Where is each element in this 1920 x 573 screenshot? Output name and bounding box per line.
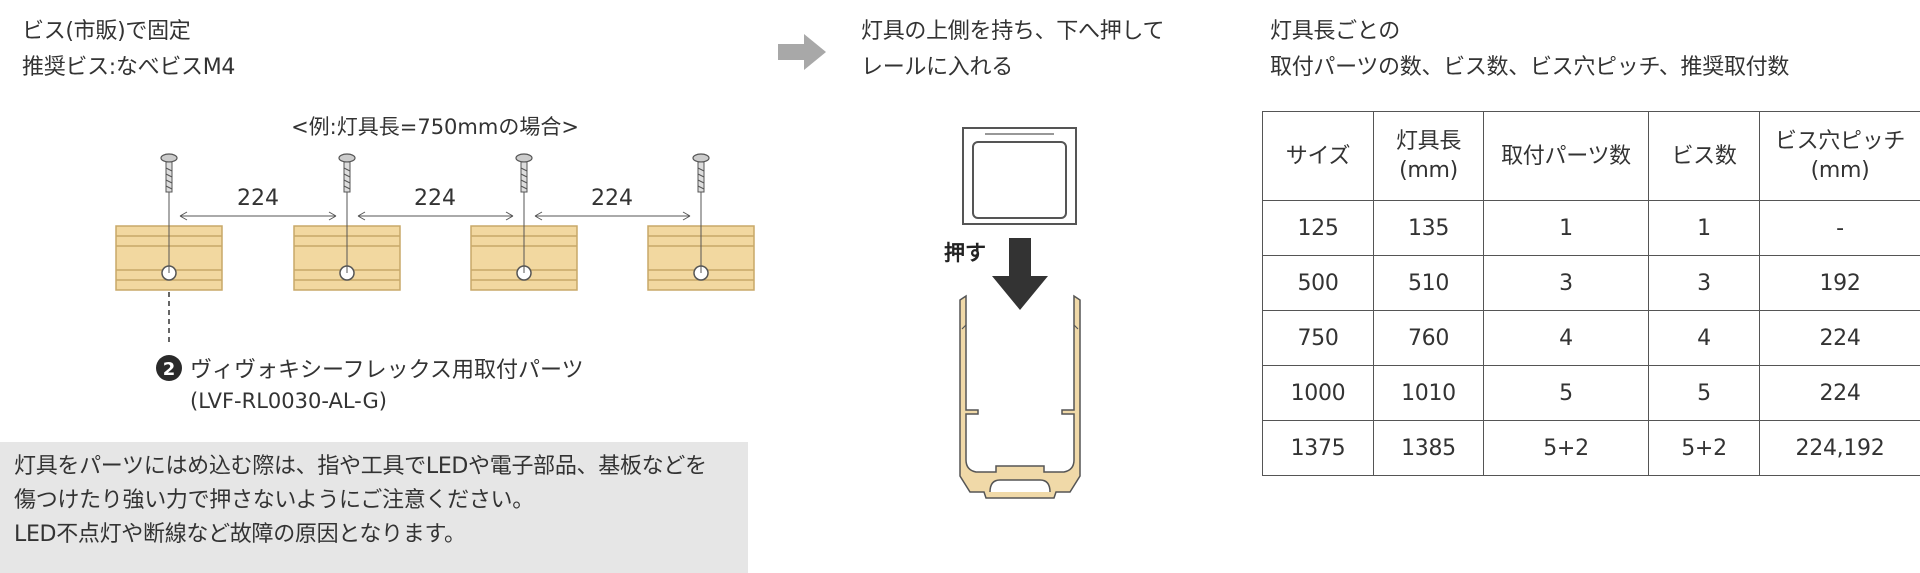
header-screw-count: ビス数 (1648, 111, 1760, 201)
table-cell: 224 (1759, 365, 1920, 421)
spacing-dimension-1: 224 (179, 186, 337, 221)
header-fixture-length: 灯具長(mm) (1373, 111, 1484, 201)
table-cell: 135 (1373, 200, 1484, 256)
table-cell: 1375 (1262, 420, 1374, 476)
screw-icon-4 (692, 153, 710, 193)
instruction-line-1: 灯具の上側を持ち、下へ押して (861, 19, 1165, 44)
recommended-screw-text: 推奨ビス:なべビスM4 (22, 55, 236, 80)
table-cell: 125 (1262, 200, 1374, 256)
rail-profile (959, 294, 1081, 499)
spacing-value-2: 224 (414, 186, 456, 211)
table-cell: - (1759, 200, 1920, 256)
push-label: 押す (944, 241, 986, 265)
down-arrow-icon (992, 238, 1048, 310)
table-cell: 750 (1262, 310, 1374, 366)
header-part-count: 取付パーツ数 (1483, 111, 1649, 201)
table-cell: 224 (1759, 310, 1920, 366)
table-cell: 5 (1648, 365, 1760, 421)
table-row: 125 135 1 1 - (1262, 200, 1920, 256)
table-cell: 760 (1373, 310, 1484, 366)
table-cell: 224,192 (1759, 420, 1920, 476)
table-cell: 1385 (1373, 420, 1484, 476)
table-cell: 1 (1648, 200, 1760, 256)
table-cell: 192 (1759, 255, 1920, 311)
fixing-heading: ビス(市販)で固定 (22, 19, 191, 44)
part-code: (LVF-RL0030-AL-G) (190, 389, 387, 413)
spacing-value-1: 224 (237, 186, 279, 211)
table-caption-line-1: 灯具長ごとの (1270, 19, 1400, 44)
table-row: 1375 1385 5+2 5+2 224,192 (1262, 420, 1920, 476)
header-size: サイズ (1262, 111, 1374, 201)
table-cell: 3 (1483, 255, 1649, 311)
part-name: ヴィヴォキシーフレックス用取付パーツ (190, 358, 584, 383)
table-cell: 5 (1483, 365, 1649, 421)
screw-icon-3 (515, 153, 533, 193)
table-cell: 5+2 (1483, 420, 1649, 476)
caution-note: 灯具をパーツにはめ込む際は、指や工具でLEDや電子部品、基板などを 傷つけたり強… (0, 442, 748, 573)
spacing-dimension-3: 224 (534, 186, 691, 221)
caution-line-3: LED不点灯や断線など故障の原因となります。 (14, 522, 466, 547)
table-caption-line-2: 取付パーツの数、ビス数、ビス穴ピッチ、推奨取付数 (1270, 55, 1790, 80)
table-cell: 3 (1648, 255, 1760, 311)
mounting-part-1 (115, 160, 223, 291)
mounting-part-4 (647, 160, 755, 291)
header-screw-pitch: ビス穴ピッチ(mm) (1759, 111, 1920, 201)
example-label: <例:灯具長=750mmの場合> (291, 115, 579, 139)
table-cell: 4 (1648, 310, 1760, 366)
mounting-diagram: <例:灯具長=750mmの場合> (115, 115, 755, 413)
table-row: 1000 1010 5 5 224 (1262, 365, 1920, 421)
screw-icon-1 (160, 153, 178, 193)
instruction-line-2: レールに入れる (861, 55, 1013, 80)
table-cell: 1000 (1262, 365, 1374, 421)
table-cell: 5+2 (1648, 420, 1760, 476)
table-cell: 500 (1262, 255, 1374, 311)
screw-icon-2 (338, 153, 356, 193)
table-cell: 1 (1483, 200, 1649, 256)
part-number: 2 (163, 359, 176, 380)
caution-line-1: 灯具をパーツにはめ込む際は、指や工具でLEDや電子部品、基板などを (14, 454, 707, 479)
table-cell: 510 (1373, 255, 1484, 311)
light-fixture-profile (962, 127, 1077, 225)
part-number-badge (156, 355, 182, 381)
table-cell: 4 (1483, 310, 1649, 366)
table-row: 750 760 4 4 224 (1262, 310, 1920, 366)
spec-table: サイズ 灯具長(mm) 取付パーツ数 ビス数 ビス穴ピッチ(mm) 125 13… (1262, 111, 1920, 476)
table-header-row: サイズ 灯具長(mm) 取付パーツ数 ビス数 ビス穴ピッチ(mm) (1262, 111, 1920, 201)
mounting-part-3 (470, 160, 578, 291)
push-diagram: 押す (944, 127, 1081, 499)
right-arrow-icon (778, 34, 826, 70)
caution-line-2: 傷つけたり強い力で押さないようにご注意ください。 (14, 488, 534, 513)
table-cell: 1010 (1373, 365, 1484, 421)
spacing-dimension-2: 224 (357, 186, 514, 221)
table-row: 500 510 3 3 192 (1262, 255, 1920, 311)
spacing-value-3: 224 (591, 186, 633, 211)
mounting-part-2 (293, 160, 401, 291)
